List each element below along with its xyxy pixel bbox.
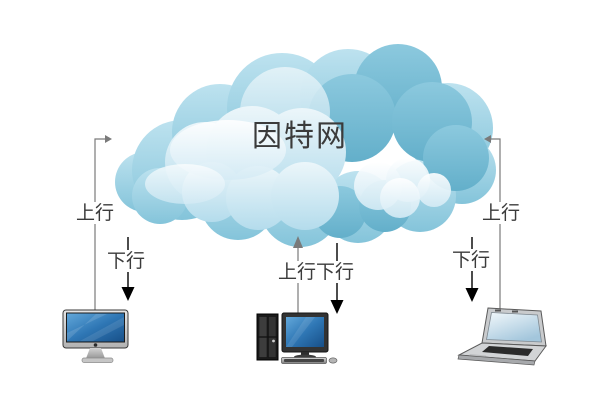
right-uplink-label: 上行 (479, 202, 523, 224)
left-downlink-label: 下行 (104, 250, 148, 272)
left-uplink-label: 上行 (73, 202, 117, 224)
internet-cloud-icon (115, 44, 496, 247)
right-downlink-label: 下行 (449, 249, 493, 271)
imac-desktop-icon (62, 309, 129, 363)
right-uplink-arrow (484, 135, 501, 312)
center-uplink-downlink-label: 上行下行 (278, 261, 355, 283)
tower-desktop-pc-icon (256, 312, 338, 364)
cloud-title: 因特网 (252, 119, 348, 154)
laptop-icon (457, 307, 547, 366)
left-uplink-arrow (94, 135, 112, 311)
